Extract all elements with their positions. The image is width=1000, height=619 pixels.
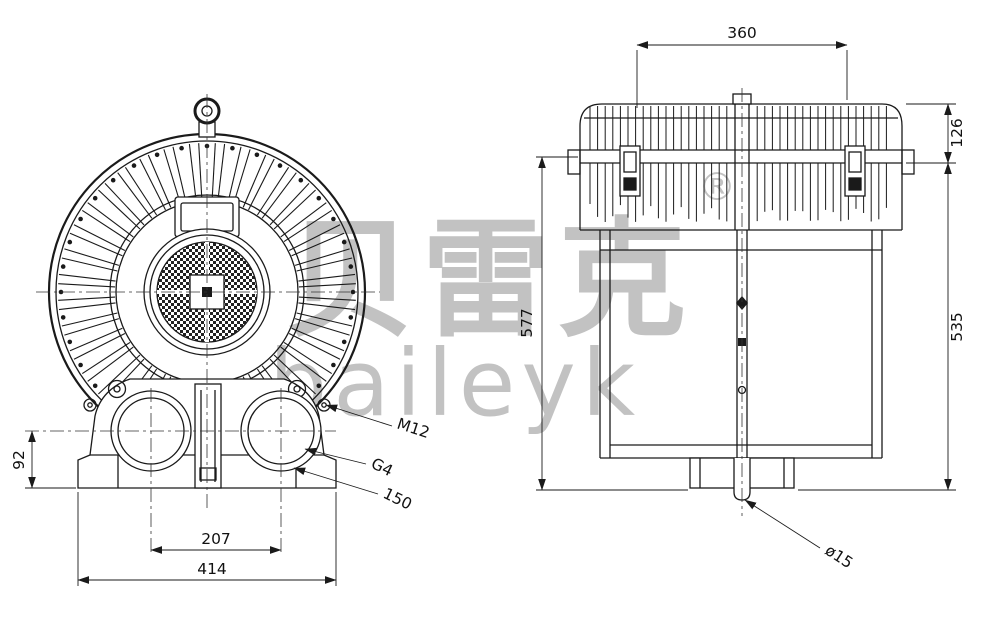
- side-dimensions: 360 126 535 577 ø15: [518, 24, 966, 572]
- center-pedestal: [194, 383, 222, 489]
- side-dimension-lines: [536, 41, 956, 549]
- dim-414-label: 414: [197, 560, 227, 578]
- side-view: 360 126 535 577 ø15: [518, 24, 966, 572]
- front-dimension-lines: [25, 404, 393, 586]
- dim-535-label: 535: [948, 312, 966, 342]
- label-g4: G4: [368, 454, 396, 480]
- dim-360-label: 360: [727, 24, 757, 42]
- dim-126-label: 126: [948, 118, 966, 148]
- cover-clips: [567, 145, 915, 197]
- dim-577-label: 577: [518, 308, 536, 338]
- centerlines-front: [25, 94, 380, 556]
- dim-92-label: 92: [10, 450, 28, 470]
- watermark-latin: baileyk: [269, 330, 641, 437]
- front-view: 92 207 414 M12 G4 150: [10, 94, 432, 586]
- label-dia-15: ø15: [822, 541, 856, 572]
- label-150: 150: [380, 484, 414, 513]
- motor-body: [599, 230, 883, 459]
- dim-207-label: 207: [201, 530, 231, 548]
